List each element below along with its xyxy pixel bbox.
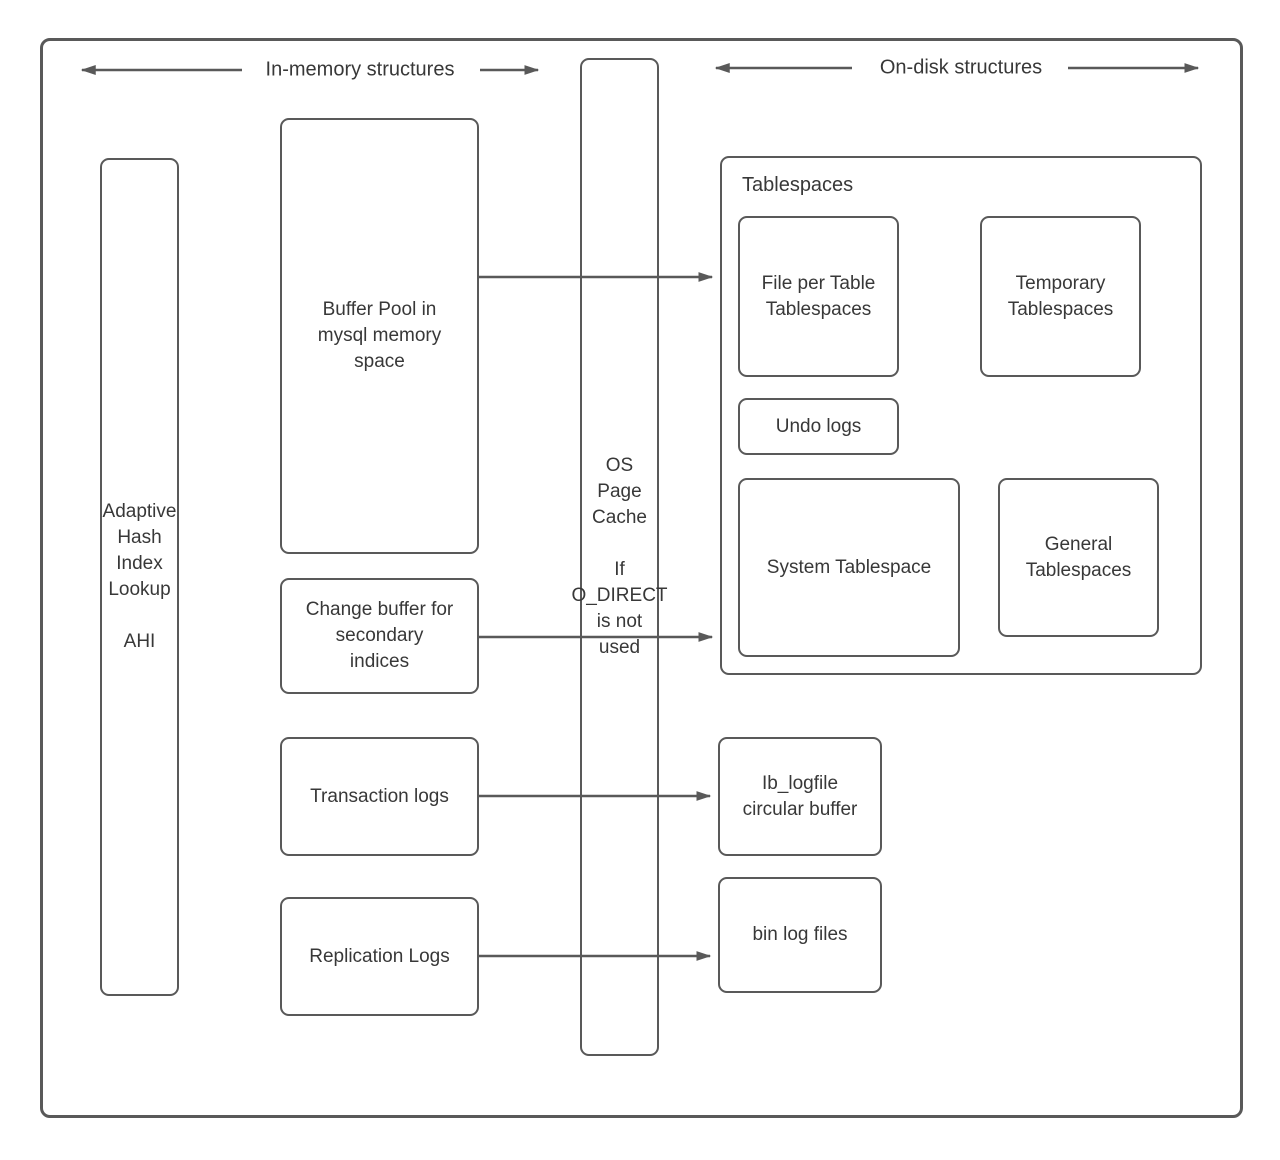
os-page-cache-box: OS Page Cache If O_DIRECT is not used [571, 58, 668, 1056]
general-tablespaces-box: General Tablespaces [998, 478, 1159, 637]
change-buffer-label: Change buffer for secondary indices [305, 599, 454, 672]
temporary-tablespaces-box: Temporary Tablespaces [980, 216, 1141, 377]
replication-logs-box: Replication Logs [280, 897, 479, 1016]
replication-logs-label: Replication Logs [309, 945, 450, 967]
bin-log-files-box: bin log files [718, 877, 882, 993]
change-buffer-box: Change buffer for secondary indices [280, 578, 479, 694]
os-page-cache-label: OS Page Cache If O_DIRECT is not used [571, 455, 668, 658]
transaction-logs-box: Transaction logs [280, 737, 479, 856]
on-disk-header-label: On-disk structures [879, 56, 1043, 79]
adaptive-hash-index-box: Adaptive Hash Index Lookup AHI [100, 158, 179, 996]
bin-log-files-label: bin log files [752, 924, 848, 945]
file-per-table-tablespaces-box: File per Table Tablespaces [738, 216, 899, 377]
undo-logs-label: Undo logs [775, 415, 862, 437]
buffer-pool-box: Buffer Pool in mysql memory space [280, 118, 479, 554]
in-memory-header-label: In-memory structures [265, 58, 455, 81]
adaptive-hash-index-label: Adaptive Hash Index Lookup AHI [102, 501, 177, 652]
system-tablespace-box: System Tablespace [738, 478, 960, 657]
temporary-tablespaces-label: Temporary Tablespaces [1007, 272, 1114, 320]
system-tablespace-label: System Tablespace [766, 556, 932, 578]
general-tablespaces-label: General Tablespaces [1025, 533, 1132, 581]
buffer-pool-label: Buffer Pool in mysql memory space [317, 299, 442, 372]
file-per-table-tablespaces-label: File per Table Tablespaces [761, 272, 876, 320]
tablespaces-title: Tablespaces [742, 174, 854, 196]
ib-logfile-label: Ib_logfile circular buffer [742, 772, 858, 820]
transaction-logs-label: Transaction logs [310, 785, 449, 807]
undo-logs-box: Undo logs [738, 398, 899, 455]
ib-logfile-box: Ib_logfile circular buffer [718, 737, 882, 856]
